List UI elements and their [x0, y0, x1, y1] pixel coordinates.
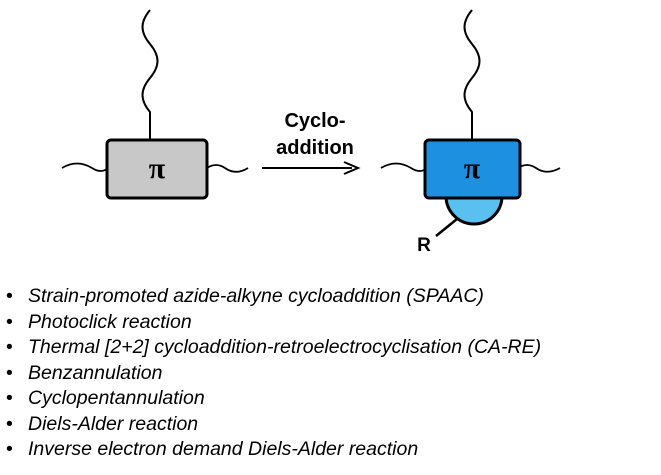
arrow-label-line2: addition: [276, 137, 354, 159]
product-backbone-right: [517, 164, 561, 173]
reaction-name: Photoclick reaction: [28, 310, 192, 333]
list-item: • Diels-Alder reaction: [6, 412, 541, 438]
bullet-icon: •: [6, 310, 13, 333]
reaction-name: Thermal [2+2] cycloaddition-retroelectro…: [28, 336, 542, 358]
cycloadduct-ring: [444, 194, 504, 226]
reactant-backbone-left: [61, 162, 109, 172]
list-item: • Cyclopentannulation: [6, 386, 541, 412]
list-item: • Photoclick reaction: [6, 310, 541, 336]
bullet-icon: •: [6, 387, 13, 409]
product-pi-core: [423, 138, 522, 200]
list-item: • Thermal [2+2] cycloaddition-retroelectr…: [6, 335, 541, 361]
reaction-name: Inverse electron demand Diels-Alder reac…: [28, 438, 419, 460]
reaction-name: Cyclopentannulation: [28, 387, 205, 409]
arrow-label-line1: Cyclo-: [284, 110, 345, 132]
bullet-icon: •: [6, 438, 13, 460]
reactant-pi-label: π: [149, 152, 166, 185]
bullet-icon: •: [6, 412, 13, 435]
product-side-chain: [463, 9, 481, 140]
reaction-scheme: π Cyclo- addition π R: [61, 9, 561, 256]
reaction-name: Strain-promoted azide-alkyne cycloadditi…: [28, 285, 484, 307]
bullet-icon: •: [6, 361, 13, 384]
reactant-pi-core: [105, 138, 209, 200]
reaction-name: Benzannulation: [28, 361, 163, 384]
reaction-name: Diels-Alder reaction: [28, 412, 199, 435]
list-item: • Benzannulation: [6, 361, 541, 387]
list-item: • Strain-promoted azide-alkyne cycloaddit…: [6, 284, 541, 310]
reactant-backbone-right: [206, 164, 249, 173]
bullet-icon: •: [6, 336, 13, 358]
reaction-arrow-head: [343, 161, 361, 175]
reactant-side-chain: [141, 9, 159, 140]
substituent-label: R: [417, 235, 431, 256]
substituent-bond: [435, 218, 458, 237]
product-backbone-left: [380, 162, 428, 172]
product-pi-label: π: [464, 152, 481, 185]
cycloaddition-reaction-list: • Strain-promoted azide-alkyne cycloaddit…: [6, 284, 541, 463]
list-item: • Inverse electron demand Diels-Alder rea…: [6, 437, 541, 463]
bullet-icon: •: [6, 285, 13, 307]
